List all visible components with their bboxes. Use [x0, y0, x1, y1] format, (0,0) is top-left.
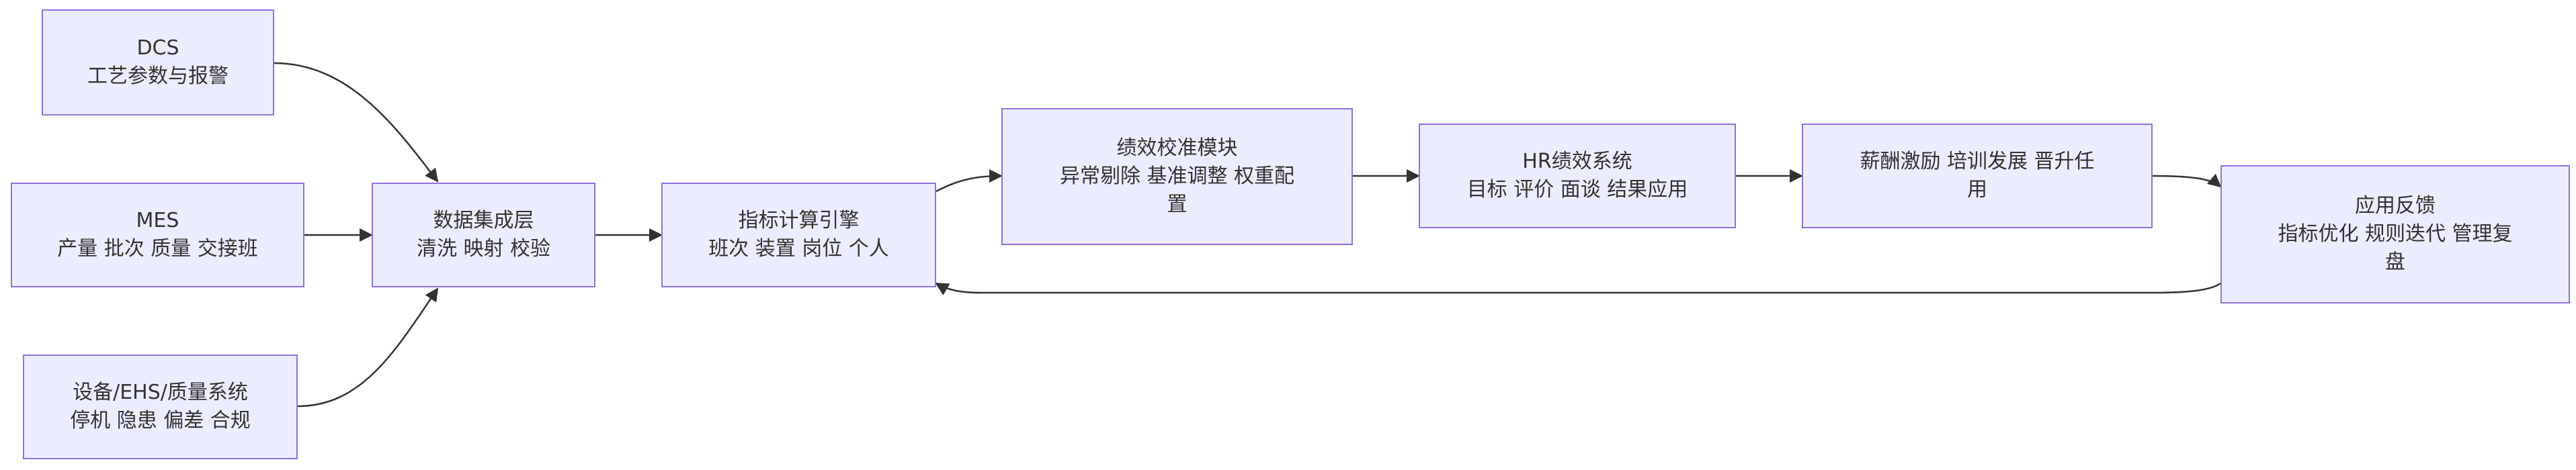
node-dcs-title: DCS [136, 36, 179, 60]
node-apply-title-cont: 用 [1967, 178, 1987, 201]
node-calibration: 绩效校准模块 异常剔除 基准调整 权重配 置 [1001, 108, 1353, 245]
node-integration-title: 数据集成层 [433, 209, 534, 232]
node-ehs-subtitle: 停机 隐患 偏差 合规 [70, 409, 251, 432]
node-integration-subtitle: 清洗 映射 校验 [416, 237, 551, 261]
node-feedback-title: 应用反馈 [2355, 194, 2436, 218]
node-calibration-title: 绩效校准模块 [1116, 136, 1238, 160]
node-ehs: 设备/EHS/质量系统 停机 隐患 偏差 合规 [23, 355, 298, 459]
node-feedback: 应用反馈 指标优化 规则迭代 管理复 盘 [2220, 165, 2570, 303]
node-hr-title: HR绩效系统 [1522, 150, 1632, 173]
edge-dcs-to-integration [274, 62, 439, 183]
node-engine-subtitle: 班次 装置 岗位 个人 [708, 237, 889, 261]
node-integration: 数据集成层 清洗 映射 校验 [372, 183, 595, 287]
node-mes-subtitle: 产量 批次 质量 交接班 [57, 237, 258, 261]
node-hr-subtitle: 目标 评价 面谈 结果应用 [1466, 178, 1688, 201]
node-ehs-title: 设备/EHS/质量系统 [73, 381, 248, 404]
node-mes: MES 产量 批次 质量 交接班 [11, 183, 304, 287]
node-dcs: DCS 工艺参数与报警 [42, 9, 274, 115]
node-apply: 薪酬激励 培训发展 晋升任 用 [1802, 124, 2153, 228]
node-feedback-subtitle: 指标优化 规则迭代 管理复 [2278, 222, 2513, 246]
node-hr: HR绩效系统 目标 评价 面谈 结果应用 [1419, 124, 1736, 228]
node-dcs-subtitle: 工艺参数与报警 [87, 64, 228, 88]
node-apply-title: 薪酬激励 培训发展 晋升任 [1860, 150, 2095, 173]
edge-feedback-to-engine [935, 282, 2221, 295]
edge-ehs-to-integration [297, 287, 439, 408]
node-calibration-subtitle-cont: 置 [1167, 193, 1188, 216]
edge-apply-to-feedback [2152, 173, 2222, 188]
node-engine: 指标计算引擎 班次 装置 岗位 个人 [661, 183, 936, 287]
node-mes-title: MES [136, 209, 179, 232]
node-feedback-subtitle-cont: 盘 [2385, 250, 2405, 274]
edge-engine-to-calibration [936, 169, 1003, 193]
node-engine-title: 指标计算引擎 [738, 209, 860, 232]
node-calibration-subtitle: 异常剔除 基准调整 权重配 [1059, 164, 1295, 188]
